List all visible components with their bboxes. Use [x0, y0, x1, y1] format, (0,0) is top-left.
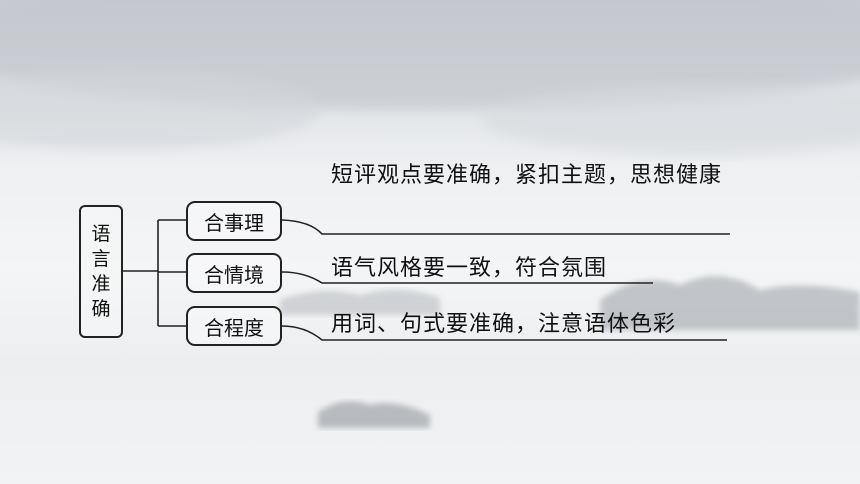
branch-description-2: 语气风格要一致，符合氛围 [331, 256, 608, 281]
branch-description-1: 短评观点要准确，紧扣主题，思想健康 [331, 163, 723, 188]
root-char: 言 [91, 247, 111, 270]
root-char: 确 [91, 297, 111, 320]
root-char: 语 [91, 222, 111, 245]
root-char: 准 [91, 272, 111, 295]
branch-node-2: 合情境 [186, 253, 282, 293]
root-node: 语 言 准 确 [79, 205, 123, 338]
branch-node-3: 合程度 [186, 306, 282, 346]
branch-node-1: 合事理 [186, 201, 282, 241]
branch-description-3: 用词、句式要准确，注意语体色彩 [331, 312, 677, 337]
